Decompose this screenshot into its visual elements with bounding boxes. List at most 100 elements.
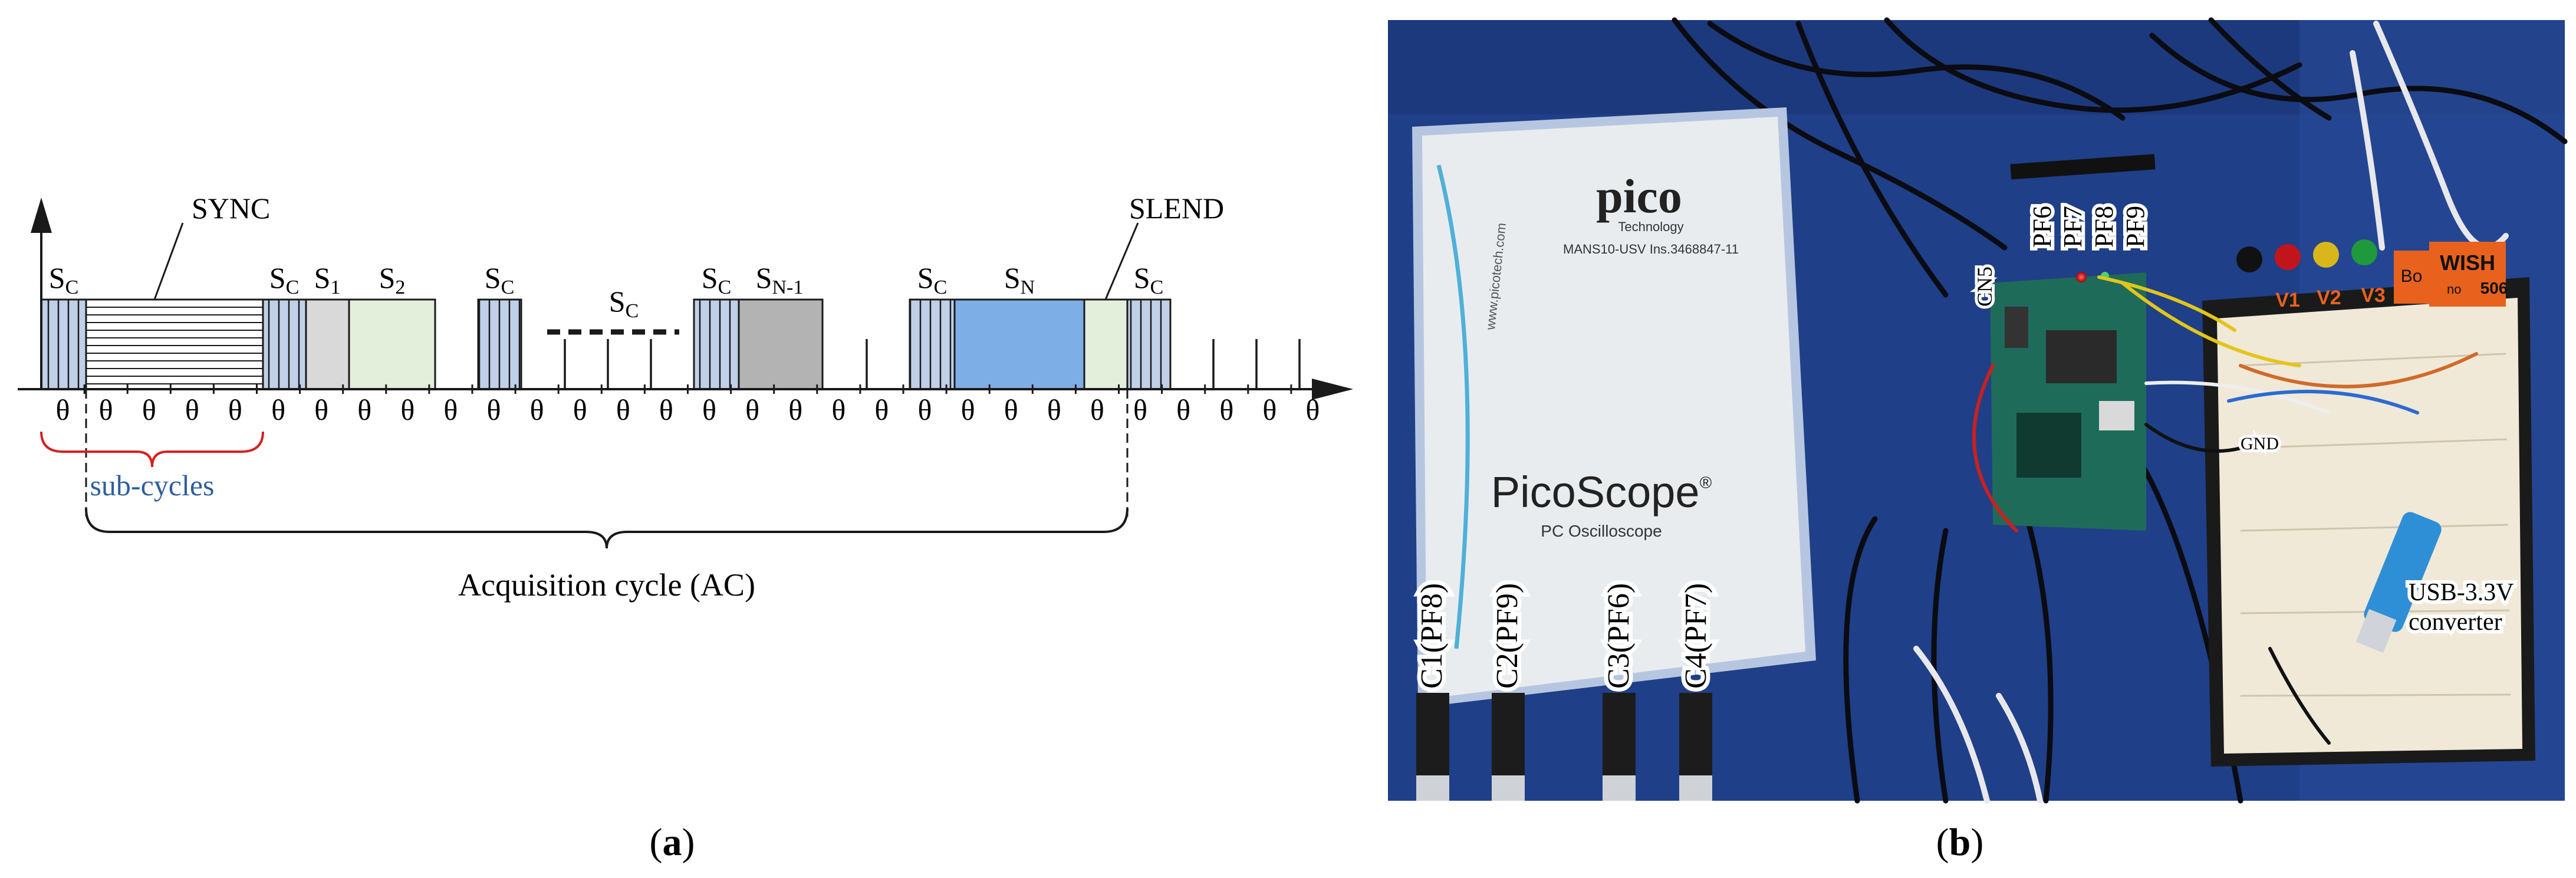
- caption-b-letter: b: [1949, 821, 1971, 864]
- theta-label: θ: [487, 393, 501, 426]
- slot-label-s-c: SC: [485, 261, 515, 298]
- pin-label-pf6: PF6: [2028, 206, 2057, 248]
- theta-label: θ: [918, 393, 932, 426]
- theta-label: θ: [1262, 393, 1277, 426]
- theta-label: θ: [1004, 393, 1018, 426]
- device-brand-sub: Technology: [1618, 219, 1683, 234]
- picoscope-device: pico Technology MANS10-USV Ins.3468847-1…: [1412, 107, 1816, 708]
- theta-label: θ: [1047, 393, 1061, 426]
- mcu-board: [1990, 154, 2156, 531]
- acquisition-cycle-label: Acquisition cycle (AC): [458, 567, 755, 603]
- channel-label-4: C4(PF7): [1679, 583, 1713, 689]
- usb-converter: [2355, 512, 2442, 653]
- sn-block: [953, 298, 1085, 390]
- theta-label: θ: [271, 393, 285, 426]
- converter-line-2: converter: [2409, 609, 2502, 636]
- device-serial: MANS10-USV Ins.3468847-11: [1563, 242, 1739, 257]
- sc-block-3: [477, 298, 522, 390]
- theta-label: θ: [228, 393, 242, 426]
- theta-label: θ: [99, 393, 113, 426]
- pin-label-pf8: PF8: [2090, 206, 2118, 248]
- tick-row: [83, 384, 1335, 394]
- sn1-block: [738, 298, 824, 390]
- theta-label: θ: [745, 393, 759, 426]
- rail-v2: V2: [2317, 287, 2341, 309]
- slot-label-s-c: SC: [917, 261, 948, 298]
- pin-label-pf7: PF7: [2058, 206, 2087, 248]
- sc-block-6: [1126, 298, 1172, 390]
- theta-label: θ: [961, 393, 975, 426]
- white-probe-cables: [1913, 21, 2509, 804]
- slot-label-s-c: SC: [269, 261, 300, 298]
- slend-label: SLEND: [1129, 192, 1224, 225]
- channel-label-2: C2(PF9): [1491, 583, 1524, 689]
- theta-label: θ: [616, 393, 630, 426]
- rail-v1: V1: [2275, 289, 2300, 311]
- gnd-label: GND: [2241, 434, 2279, 453]
- breadboard-brand: WISH: [2440, 251, 2495, 275]
- device-product: PicoScope®: [1491, 468, 1712, 517]
- empty-slot-pulses: [564, 339, 1301, 389]
- slot-label-s-n: SN: [1004, 261, 1035, 298]
- theta-label: θ: [400, 393, 414, 426]
- jumper-wires: [1972, 275, 2478, 745]
- sc-block-5: [909, 298, 956, 390]
- slend-leader: [1104, 222, 1139, 300]
- theta-label: θ: [314, 393, 328, 426]
- panel-b-hardware-photo: pico Technology MANS10-USV Ins.3468847-1…: [1388, 17, 2568, 864]
- theta-label: θ: [573, 393, 587, 426]
- s1-block: [305, 298, 350, 390]
- device-product-mark: ®: [1700, 473, 1712, 492]
- sc-block-2: [262, 298, 307, 390]
- device-brand: pico: [1596, 169, 1682, 223]
- sync-block: [85, 298, 264, 390]
- channel-label-1: C1(PF8): [1415, 583, 1449, 689]
- probe-connectors: [1416, 693, 1712, 801]
- pin-label-pf9: PF9: [2121, 206, 2150, 248]
- slot-label-s-2: S2: [379, 261, 406, 298]
- theta-label: θ: [185, 393, 199, 426]
- breadboard-number: 506: [2480, 279, 2508, 297]
- theta-label: θ: [1176, 393, 1190, 426]
- channel-labels: C1(PF8) C2(PF9) C3(PF6) C4(PF7): [1411, 579, 1717, 693]
- theta-label: θ: [1219, 393, 1233, 426]
- slot-label-s-1: S1: [314, 261, 341, 298]
- theta-label: θ: [874, 393, 889, 426]
- slot-label-s-c: SC: [1134, 261, 1164, 298]
- theta-label: θ: [831, 393, 845, 426]
- breadboard-no: no: [2447, 282, 2461, 297]
- breadboard: WISH no 506 Bo V1 V2 V3: [2202, 239, 2535, 767]
- device-product-sub: PC Oscilloscope: [1541, 522, 1662, 540]
- converter-label: USB-3.3V converter: [2409, 579, 2514, 636]
- sc-block-4: [693, 298, 740, 390]
- sub-cycles-brace: [40, 431, 264, 468]
- slot-label-s-n-1: SN-1: [756, 261, 804, 298]
- acquisition-cycle-brace: [85, 508, 1129, 549]
- converter-line-1: USB-3.3V: [2409, 579, 2514, 606]
- rail-v3: V3: [2361, 284, 2386, 307]
- theta-label: θ: [702, 393, 716, 426]
- vertical-axis-arrowhead: [31, 198, 52, 233]
- caption-a-letter: a: [663, 821, 682, 864]
- device-product-name: PicoScope: [1491, 468, 1700, 517]
- theta-label: θ: [530, 393, 544, 426]
- theta-label: θ: [56, 393, 70, 426]
- theta-label: θ: [1090, 393, 1104, 426]
- time-axis-arrowhead: [1312, 379, 1353, 400]
- slot-label-s-c: SC: [702, 261, 732, 298]
- theta-label: θ: [1133, 393, 1147, 426]
- theta-label: θ: [1305, 393, 1320, 426]
- sub-cycles-label: sub-cycles: [90, 469, 214, 502]
- theta-label: θ: [443, 393, 458, 426]
- sc-block-1: [40, 298, 87, 390]
- timeslot-blocks: [40, 298, 1172, 390]
- theta-label: θ: [142, 393, 156, 426]
- slot-label-s-c: SC: [49, 261, 79, 298]
- caption-b: (b): [1936, 821, 1984, 864]
- sync-leader: [153, 222, 184, 300]
- channel-label-3: C3(PF6): [1602, 583, 1636, 689]
